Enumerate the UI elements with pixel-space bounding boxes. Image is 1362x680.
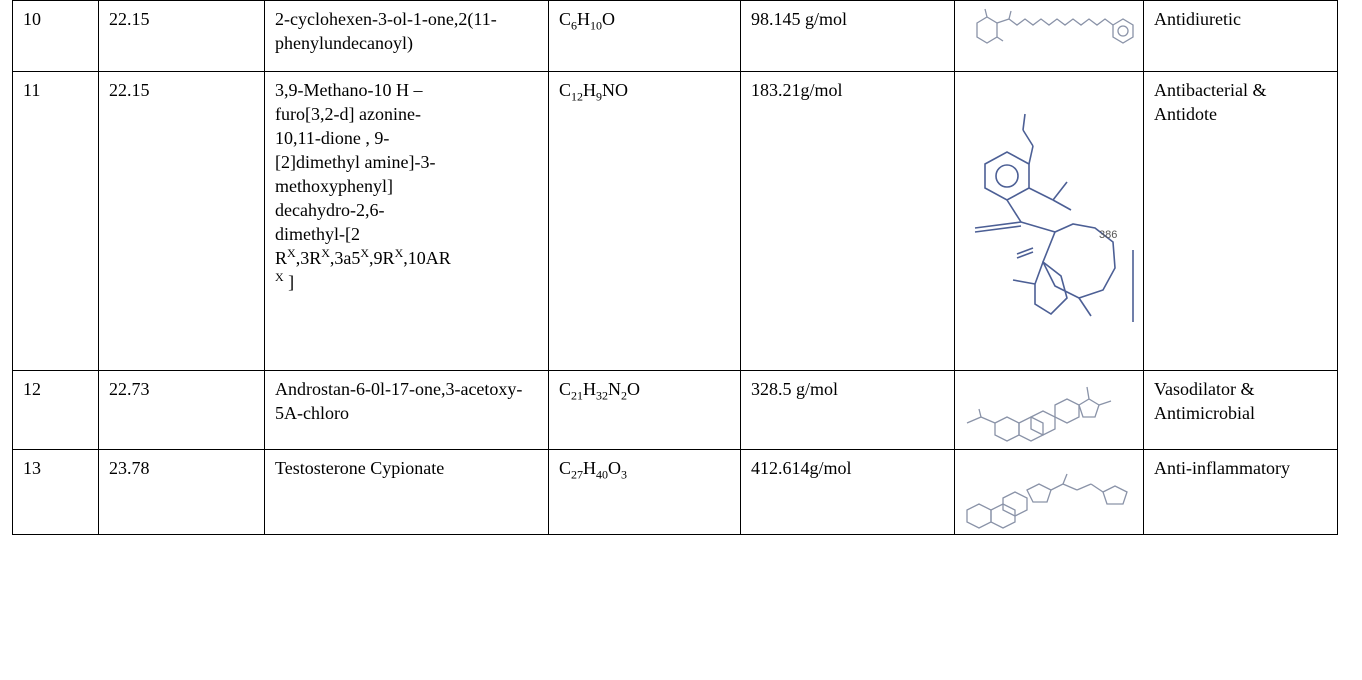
name-line: methoxyphenyl] <box>275 176 393 196</box>
molecular-formula: C12H9NO <box>548 71 741 371</box>
compound-name: 3,9-Methano-10 H – furo[3,2-d] azonine- … <box>264 71 549 371</box>
row-number: 10 <box>12 0 99 72</box>
molecular-formula: C21H32N2O <box>548 370 741 450</box>
compound-name: Androstan-6-0l-17-one,3-acetoxy-5A-chlor… <box>264 370 549 450</box>
compound-name: Testosterone Cypionate <box>264 449 549 535</box>
molecular-weight: 183.21g/mol <box>740 71 955 371</box>
retention-time: 22.15 <box>98 71 265 371</box>
name-line: 10,11-dione , 9- <box>275 128 390 148</box>
structure-label: 386 <box>1099 229 1117 241</box>
compound-name: 2-cyclohexen-3-ol-1-one,2(11-phenylundec… <box>264 0 549 72</box>
molecular-weight: 412.614g/mol <box>740 449 955 535</box>
biological-activity: Anti-inflammatory <box>1143 449 1338 535</box>
compound-table: 10 22.15 2-cyclohexen-3-ol-1-one,2(11-ph… <box>12 0 1338 535</box>
row-number: 11 <box>12 71 99 371</box>
name-line: dimethyl-[2 <box>275 224 360 244</box>
structure-image <box>954 449 1144 535</box>
biological-activity: Vasodilator & Antimicrobial <box>1143 370 1338 450</box>
molecular-formula: C27H40O3 <box>548 449 741 535</box>
molecular-weight: 328.5 g/mol <box>740 370 955 450</box>
structure-image <box>954 0 1144 72</box>
name-line: decahydro-2,6- <box>275 200 385 220</box>
row-number: 13 <box>12 449 99 535</box>
name-line: [2]dimethyl amine]-3- <box>275 152 436 172</box>
table-row: 12 22.73 Androstan-6-0l-17-one,3-acetoxy… <box>12 370 1338 450</box>
structure-image: 386 <box>954 71 1144 371</box>
retention-time: 23.78 <box>98 449 265 535</box>
table-row: 13 23.78 Testosterone Cypionate C27H40O3… <box>12 449 1338 535</box>
table-row: 10 22.15 2-cyclohexen-3-ol-1-one,2(11-ph… <box>12 0 1338 72</box>
retention-time: 22.73 <box>98 370 265 450</box>
table-row: 11 22.15 3,9-Methano-10 H – furo[3,2-d] … <box>12 71 1338 371</box>
row-number: 12 <box>12 370 99 450</box>
name-stereo-tail: X ] <box>275 270 295 292</box>
biological-activity: Antibacterial & Antidote <box>1143 71 1338 371</box>
name-stereo-line: RX,3RX,3a5X,9RX,10AR <box>275 246 451 268</box>
retention-time: 22.15 <box>98 0 265 72</box>
structure-image <box>954 370 1144 450</box>
biological-activity: Antidiuretic <box>1143 0 1338 72</box>
name-line: 3,9-Methano-10 H – <box>275 80 423 100</box>
molecular-weight: 98.145 g/mol <box>740 0 955 72</box>
molecular-formula: C6H10O <box>548 0 741 72</box>
name-line: furo[3,2-d] azonine- <box>275 104 421 124</box>
